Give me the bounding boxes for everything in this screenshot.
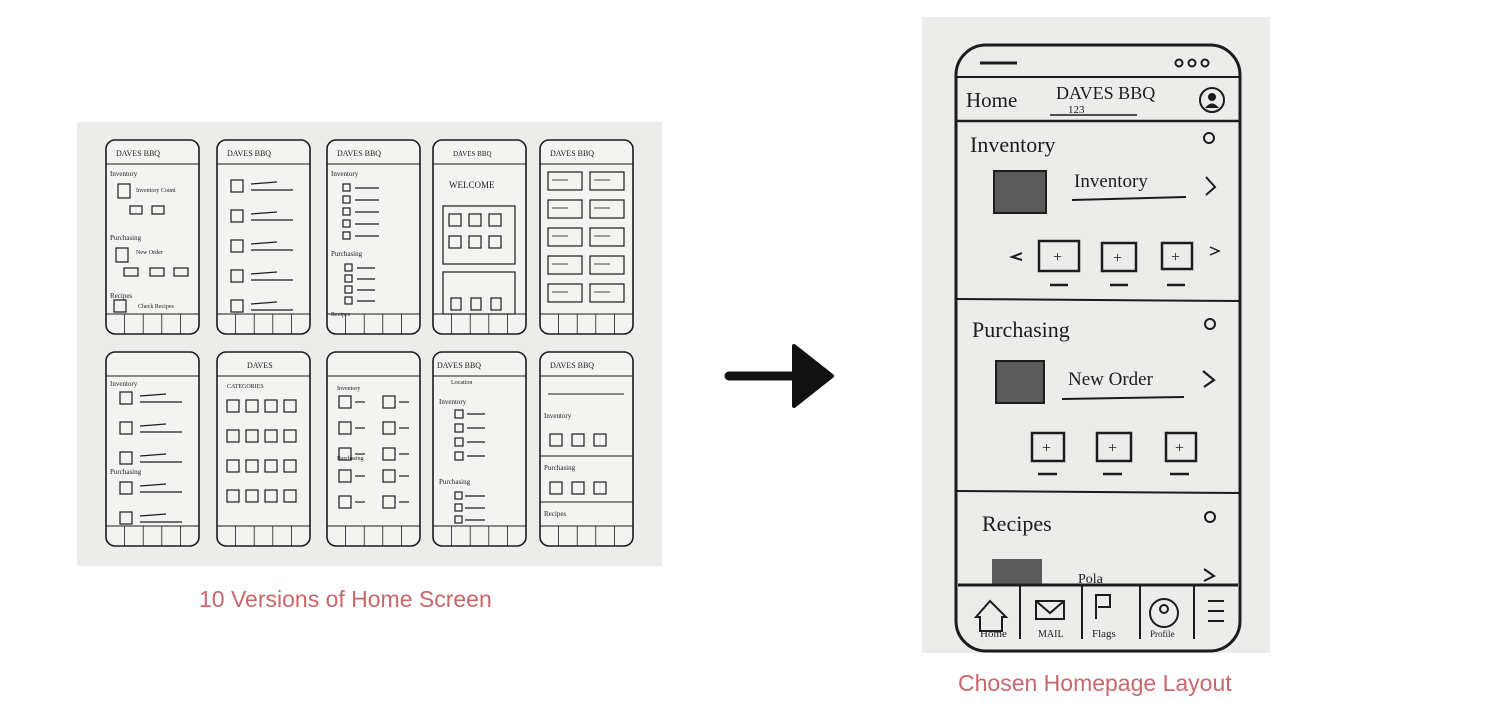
recipes-thumbnail xyxy=(992,559,1042,585)
sketch-version-7: DAVES CATEGORIES xyxy=(216,351,311,547)
svg-text:Profile: Profile xyxy=(1150,629,1175,639)
phone-subtitle: 123 xyxy=(1068,104,1085,116)
sketch-version-4: DAVES BBQ WELCOME xyxy=(432,139,527,335)
svg-text:Purchasing: Purchasing xyxy=(331,250,363,258)
svg-text:Purchasing: Purchasing xyxy=(544,464,576,472)
menu-icon[interactable] xyxy=(1208,600,1224,622)
chosen-layout-photo: Home DAVES BBQ 123 Inventory Inventory +… xyxy=(922,17,1270,653)
svg-text:Purchasing: Purchasing xyxy=(110,468,142,476)
svg-text:New Order: New Order xyxy=(136,250,163,256)
svg-text:DAVES BBQ: DAVES BBQ xyxy=(437,361,481,370)
svg-text:+: + xyxy=(1171,249,1180,266)
profile-icon xyxy=(1199,87,1225,113)
phone-title: DAVES BBQ xyxy=(1056,83,1155,103)
svg-text:Recipes: Recipes xyxy=(331,312,351,318)
right-caption: Chosen Homepage Layout xyxy=(958,670,1232,696)
flags-tab[interactable]: Flags xyxy=(1092,594,1116,640)
flag-icon xyxy=(1095,594,1111,619)
svg-text:DAVES: DAVES xyxy=(247,361,273,370)
section-title-recipes: Recipes xyxy=(982,511,1052,536)
svg-text:Flags: Flags xyxy=(1092,628,1116,640)
purchasing-thumbnail xyxy=(995,360,1045,404)
inventory-add-buttons: + + + xyxy=(1037,239,1194,287)
svg-text:Recipes: Recipes xyxy=(544,510,566,518)
svg-text:DAVES BBQ: DAVES BBQ xyxy=(227,149,271,158)
home-icon xyxy=(973,599,1009,632)
svg-text:Purchasing: Purchasing xyxy=(110,234,142,242)
svg-text:Recipes: Recipes xyxy=(110,292,132,300)
svg-text:Inventory: Inventory xyxy=(439,398,467,406)
new-order-label: New Order xyxy=(1068,369,1154,390)
mail-tab[interactable]: MAIL xyxy=(1035,600,1065,640)
phone-home-label: Home xyxy=(966,88,1017,112)
svg-text:Check Recipes: Check Recipes xyxy=(138,304,174,310)
svg-text:WELCOME: WELCOME xyxy=(449,180,495,190)
inventory-item-label: Inventory xyxy=(1074,171,1148,192)
svg-text:DAVES BBQ: DAVES BBQ xyxy=(550,149,594,158)
svg-text:+: + xyxy=(1042,440,1051,457)
svg-text:Inventory: Inventory xyxy=(337,386,360,392)
svg-text:Inventory: Inventory xyxy=(110,170,138,178)
svg-text:DAVES BBQ: DAVES BBQ xyxy=(550,361,594,370)
svg-text:+: + xyxy=(1113,250,1122,267)
section-title-purchasing: Purchasing xyxy=(972,317,1070,342)
svg-text:DAVES BBQ: DAVES BBQ xyxy=(116,149,160,158)
svg-text:+: + xyxy=(1053,249,1062,266)
svg-text:+: + xyxy=(1108,440,1117,457)
svg-text:MAIL: MAIL xyxy=(1038,629,1064,640)
svg-text:Inventory: Inventory xyxy=(110,380,138,388)
sketch-version-5: DAVES BBQ xyxy=(539,139,634,335)
svg-text:CATEGORIES: CATEGORIES xyxy=(227,384,264,390)
svg-text:Location: Location xyxy=(451,380,472,386)
left-caption: 10 Versions of Home Screen xyxy=(199,586,492,612)
svg-text:DAVES BBQ: DAVES BBQ xyxy=(337,149,381,158)
svg-text:Home: Home xyxy=(980,628,1007,640)
phone-sketch: Home DAVES BBQ 123 Inventory Inventory +… xyxy=(954,43,1242,653)
section-title-inventory: Inventory xyxy=(970,132,1056,157)
purchasing-add-buttons: + + + xyxy=(1030,431,1198,476)
mail-icon xyxy=(1035,600,1065,620)
sketch-version-2: DAVES BBQ xyxy=(216,139,311,335)
right-arrow xyxy=(724,344,834,408)
svg-text:DAVES BBQ: DAVES BBQ xyxy=(453,150,492,158)
svg-text:Inventory: Inventory xyxy=(544,412,572,420)
svg-text:Purchasing: Purchasing xyxy=(439,478,471,486)
profile-tab-icon xyxy=(1149,598,1179,628)
recipes-item-label: Pola xyxy=(1078,572,1104,587)
svg-text:+: + xyxy=(1175,440,1184,457)
svg-text:Purchasing: Purchasing xyxy=(337,456,364,462)
svg-text:Inventory: Inventory xyxy=(331,170,359,178)
profile-tab[interactable]: Profile xyxy=(1149,598,1179,639)
home-tab[interactable]: Home xyxy=(973,599,1009,640)
svg-text:Inventory Count: Inventory Count xyxy=(136,188,176,194)
inventory-thumbnail xyxy=(993,170,1047,214)
